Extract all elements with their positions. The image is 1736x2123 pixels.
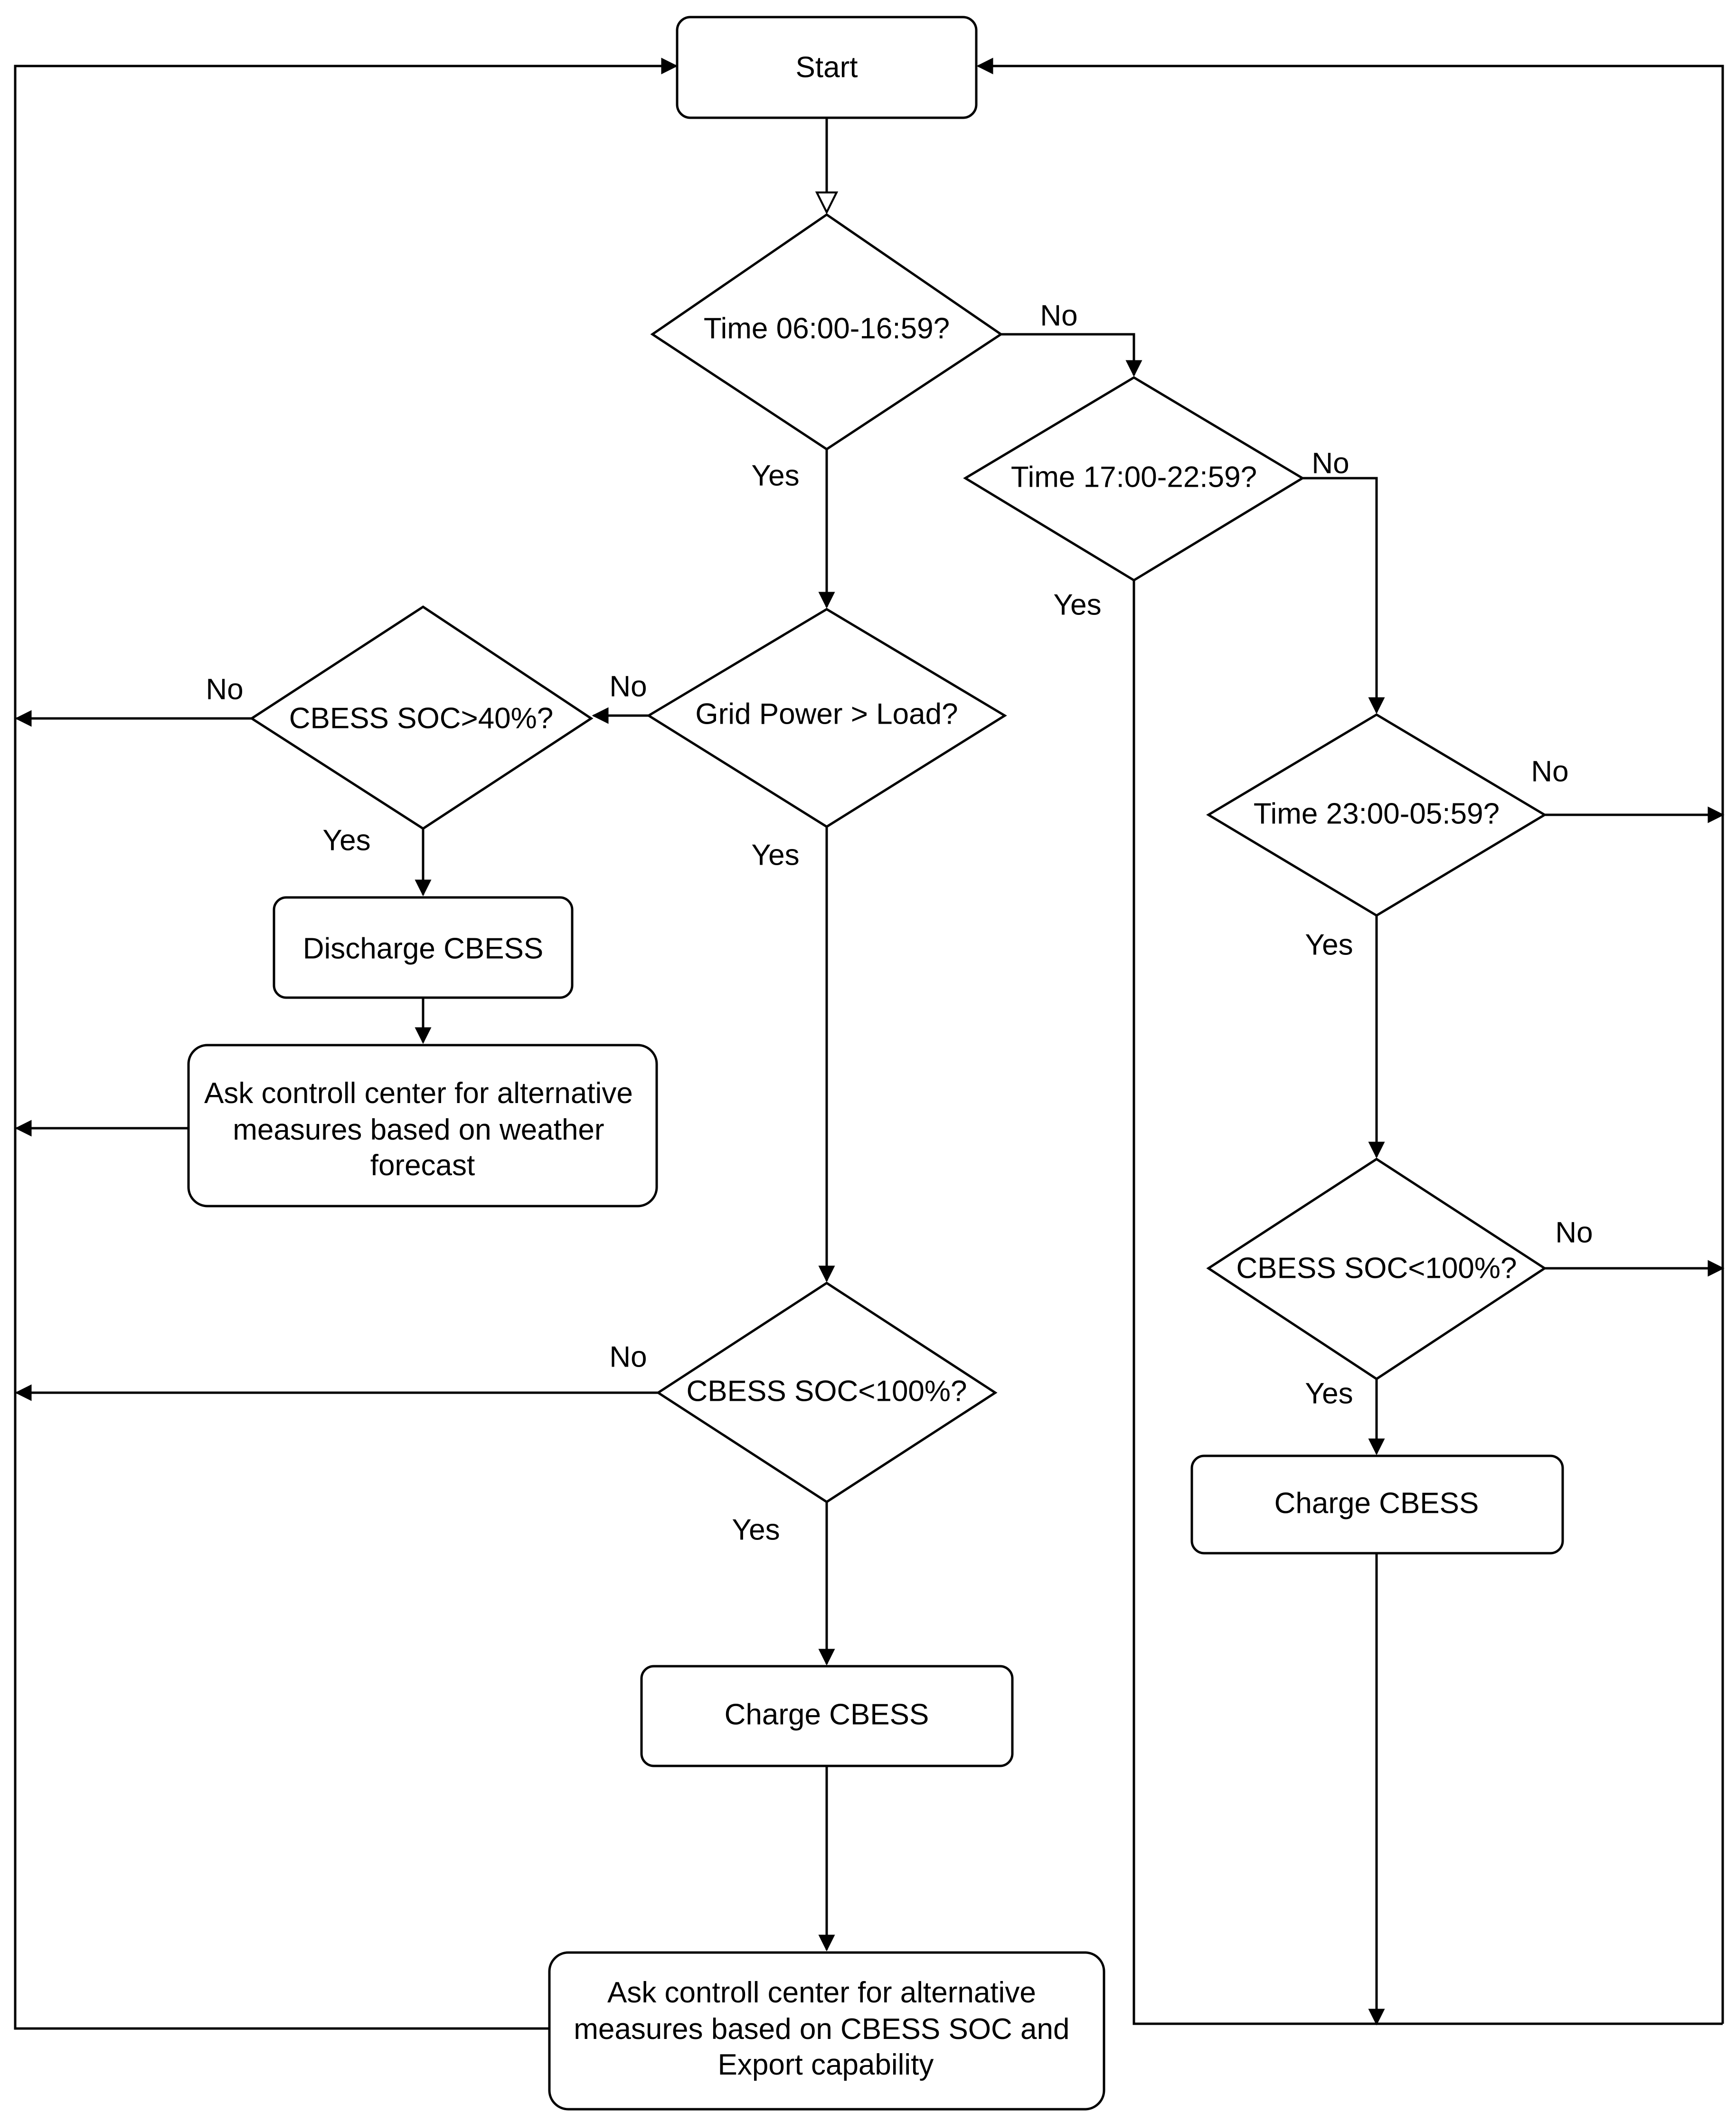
decision-cbess-soc-lt-100-right-label: CBESS SOC<100%? — [1236, 1252, 1517, 1285]
label-time1-yes: Yes — [751, 460, 799, 492]
edge-ask-export-loop-to-start — [14, 57, 678, 2030]
label-grid-yes: Yes — [751, 839, 799, 872]
decision-cbess-soc-gt-40: CBESS SOC>40%? — [249, 605, 594, 830]
decision-cbess-soc-gt-40-label: CBESS SOC>40%? — [289, 702, 554, 735]
right-rail-loop-to-start — [976, 57, 1724, 2024]
label-grid-no: No — [609, 670, 647, 703]
decision-time-1700-2259-label: Time 17:00-22:59? — [1011, 461, 1257, 494]
edge-time2-no-to-time3 — [1302, 477, 1385, 714]
decision-grid-power-gt-load: Grid Power > Load? — [646, 608, 1007, 828]
edge-labels: No Yes No Yes No Yes No Yes No Yes No Ye… — [206, 300, 1593, 1547]
ask-export-line-1: Ask controll center for alternative — [607, 1976, 1036, 2009]
decision-time-0600-1659: Time 06:00-16:59? — [650, 213, 1003, 451]
ask-weather-line-3: forecast — [370, 1149, 475, 1182]
ask-export-line-3: Export capability — [718, 2048, 934, 2081]
start-node: Start — [676, 16, 978, 119]
label-soc40-no: No — [206, 673, 243, 706]
label-time2-yes: Yes — [1053, 589, 1101, 622]
decision-cbess-soc-lt-100-center-label: CBESS SOC<100%? — [686, 1375, 967, 1408]
label-time1-no: No — [1040, 300, 1077, 332]
ask-export-line-2: measures based on CBESS SOC and — [574, 2013, 1069, 2046]
process-ask-weather: Ask controll center for alternative meas… — [187, 1044, 658, 1208]
label-time2-no: No — [1311, 447, 1349, 480]
label-soc100r-yes: Yes — [1305, 1378, 1353, 1410]
process-ask-weather-label: Ask controll center for alternative meas… — [204, 1077, 641, 1182]
start-label: Start — [796, 51, 858, 84]
ask-weather-line-1: Ask controll center for alternative — [204, 1077, 633, 1110]
label-soc100r-no: No — [1555, 1217, 1593, 1249]
edges — [14, 57, 1725, 2030]
label-soc100c-yes: Yes — [732, 1514, 780, 1547]
process-ask-export: Ask controll center for alternative meas… — [548, 1951, 1105, 2111]
decision-time-1700-2259: Time 17:00-22:59? — [963, 376, 1305, 582]
process-charge-cbess-right-label: Charge CBESS — [1274, 1487, 1479, 1520]
process-charge-cbess-right: Charge CBESS — [1190, 1454, 1564, 1555]
process-discharge-cbess-label: Discharge CBESS — [303, 933, 544, 965]
process-charge-cbess-center: Charge CBESS — [640, 1665, 1014, 1767]
label-soc40-yes: Yes — [322, 824, 370, 857]
ask-weather-line-2: measures based on weather — [233, 1113, 604, 1146]
edge-time1-no-to-time2 — [1001, 333, 1142, 377]
decision-time-0600-1659-label: Time 06:00-16:59? — [704, 312, 950, 345]
decision-grid-power-gt-load-label: Grid Power > Load? — [695, 698, 958, 731]
label-time3-no: No — [1531, 755, 1568, 788]
process-discharge-cbess: Discharge CBESS — [273, 896, 574, 999]
process-charge-cbess-center-label: Charge CBESS — [725, 1698, 929, 1731]
decision-time-2300-0559: Time 23:00-05:59? — [1206, 713, 1547, 917]
edge-time2-yes-down-to-bottom — [1132, 580, 1723, 2025]
label-soc100c-no: No — [609, 1341, 647, 1374]
decision-time-2300-0559-label: Time 23:00-05:59? — [1254, 798, 1500, 830]
label-time3-yes: Yes — [1305, 929, 1353, 962]
decision-cbess-soc-lt-100-center: CBESS SOC<100%? — [656, 1282, 998, 1503]
process-ask-export-label: Ask controll center for alternative meas… — [574, 1976, 1077, 2081]
decision-cbess-soc-lt-100-right: CBESS SOC<100%? — [1206, 1158, 1547, 1380]
